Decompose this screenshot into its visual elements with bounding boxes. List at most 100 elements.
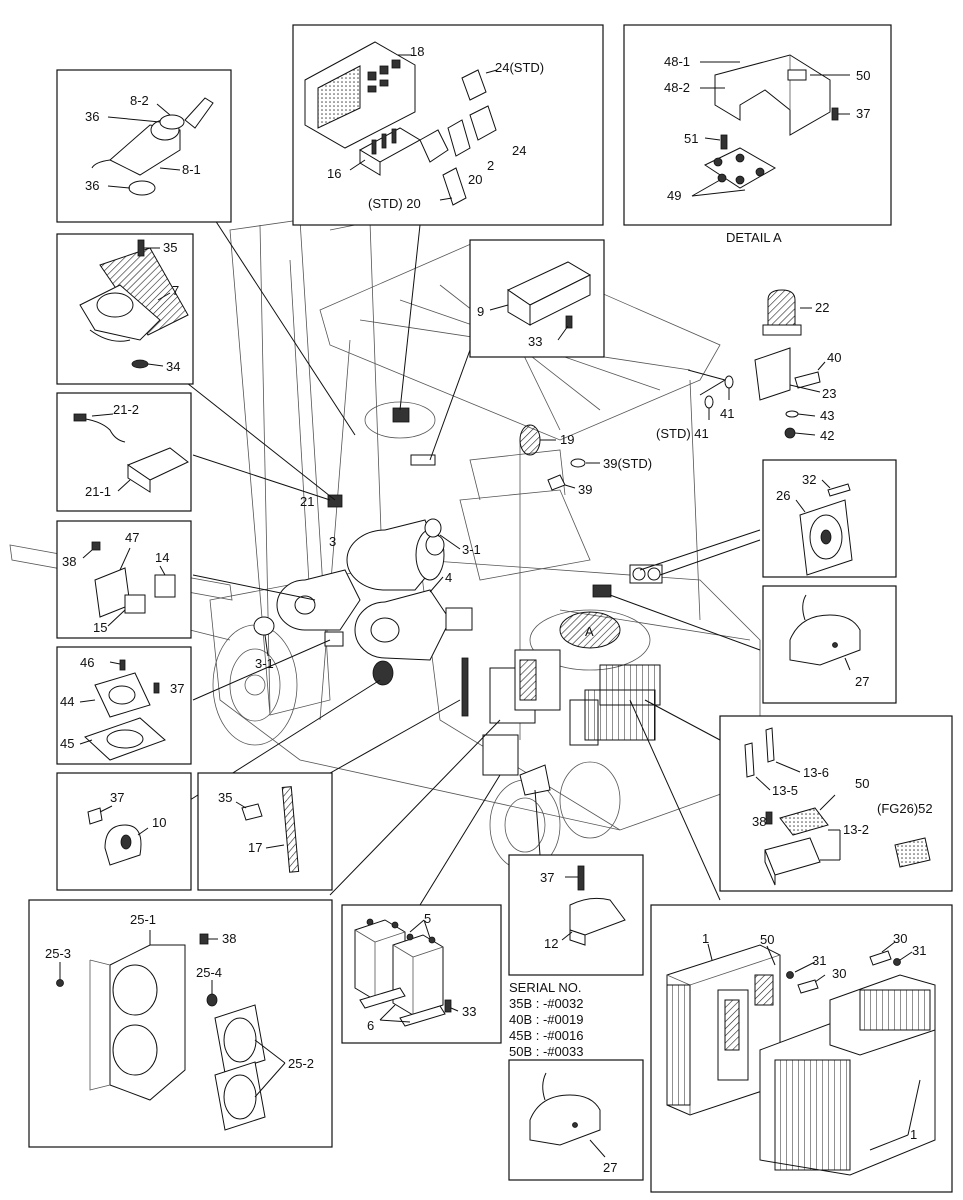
fan-duct-box [28, 899, 333, 1148]
screw-32 [827, 483, 851, 497]
label-2: 2 [487, 158, 494, 173]
label-25-2: 25-2 [288, 1056, 314, 1071]
washer-34 [131, 359, 149, 369]
label-6: 6 [367, 1018, 374, 1033]
screw-30b [869, 950, 892, 966]
insulator-50 [779, 807, 829, 836]
switch-on-truck [410, 454, 436, 466]
motor-3 [346, 519, 445, 591]
fan-44-box [56, 646, 192, 765]
label-8-2: 8-2 [130, 93, 149, 108]
ring-36a [159, 114, 185, 130]
bracket-13-5 [744, 742, 755, 778]
pump-motor [276, 569, 361, 631]
label-31c: 31 [812, 953, 826, 968]
label-20-std: (STD) 20 [368, 196, 421, 211]
beacon-group [704, 289, 826, 439]
ring-36b [128, 180, 156, 196]
controller-on-truck [489, 649, 561, 724]
label-48-1: 48-1 [664, 54, 690, 69]
label-13-5: 13-5 [772, 783, 798, 798]
display-18 [304, 41, 416, 149]
screw-37d [577, 865, 585, 891]
detail-a-box [623, 24, 892, 226]
display-parts-box [292, 24, 604, 226]
label-7: 7 [172, 283, 179, 298]
serial-line-2: 40B : -#0019 [509, 1012, 583, 1027]
detail-a-caption: DETAIL A [726, 230, 782, 245]
terminal-block-49 [703, 147, 777, 189]
screw-30a [797, 979, 819, 994]
bolt-37a [831, 107, 839, 121]
label-45: 45 [60, 736, 74, 751]
label-24-std: 24(STD) [495, 60, 544, 75]
label-18: 18 [410, 44, 424, 59]
label-1b: 1 [910, 1127, 917, 1142]
serial-line-3: 45B : -#0016 [509, 1028, 583, 1043]
label-plate-50 [787, 69, 807, 81]
controller-1b [759, 974, 936, 1176]
label-39: 39 [578, 482, 592, 497]
label-37c: 37 [110, 790, 124, 805]
leader-lines [186, 219, 761, 906]
bushing-41-std [704, 395, 714, 409]
label-49: 49 [667, 188, 681, 203]
fan-44-on-truck [324, 631, 344, 647]
part-39 [547, 474, 566, 491]
bracket-12-box [508, 854, 644, 976]
label-24: 24 [512, 143, 526, 158]
label-44: 44 [60, 694, 74, 709]
bracket-13-6 [765, 727, 775, 763]
screw-33b [444, 999, 452, 1013]
label-36a: 36 [85, 109, 99, 124]
label-42: 42 [820, 428, 834, 443]
switch-panel-16 [358, 127, 422, 176]
serial-line-4: 50B : -#0033 [509, 1044, 583, 1059]
serial-line-1: 35B : -#0032 [509, 996, 583, 1011]
switch-24 [469, 105, 497, 141]
label-22: 22 [815, 300, 829, 315]
contactors-on-truck [482, 734, 519, 776]
screw-38b [765, 811, 773, 825]
label-51: 51 [684, 131, 698, 146]
label-41a: 41 [720, 406, 734, 421]
screw-46 [119, 659, 126, 671]
bracket-on-truck [519, 764, 551, 796]
label-23: 23 [822, 386, 836, 401]
switch-2b [447, 119, 471, 157]
box-on-truck [445, 607, 473, 631]
screw-38a [91, 541, 101, 551]
fan-duct-on-truck [569, 664, 661, 746]
label-37b: 37 [170, 681, 184, 696]
detail-a-area [559, 611, 621, 649]
screw-31a [786, 971, 794, 979]
label-34: 34 [166, 359, 180, 374]
detail-a-marker: A [585, 624, 594, 639]
controller-1a [666, 944, 781, 1116]
label-39-std: 39(STD) [603, 456, 652, 471]
fuse-holder-box [719, 715, 953, 892]
label-38b: 38 [752, 814, 766, 829]
horn-10-box [56, 772, 192, 891]
screw-25-3 [56, 979, 64, 987]
label-35b: 35 [218, 790, 232, 805]
grommet-25-4 [206, 993, 218, 1007]
screw-31b [893, 958, 901, 966]
label-47: 47 [125, 530, 139, 545]
label-20: 20 [468, 172, 482, 187]
label-35a: 35 [163, 240, 177, 255]
label-32: 32 [802, 472, 816, 487]
label-fg26-52: (FG26)52 [877, 801, 933, 816]
label-19: 19 [560, 432, 574, 447]
contactor-box [341, 904, 502, 1044]
switch-20-std [442, 167, 467, 206]
lamp-27b [529, 1094, 601, 1146]
serial-heading: SERIAL NO. [509, 980, 581, 995]
label-31d: 31 [912, 943, 926, 958]
label-12: 12 [544, 936, 558, 951]
washer-43 [785, 410, 799, 418]
strap-17 [281, 786, 300, 873]
label-27a: 27 [855, 674, 869, 689]
label-21-2: 21-2 [113, 402, 139, 417]
pedal-7-box [56, 233, 194, 385]
